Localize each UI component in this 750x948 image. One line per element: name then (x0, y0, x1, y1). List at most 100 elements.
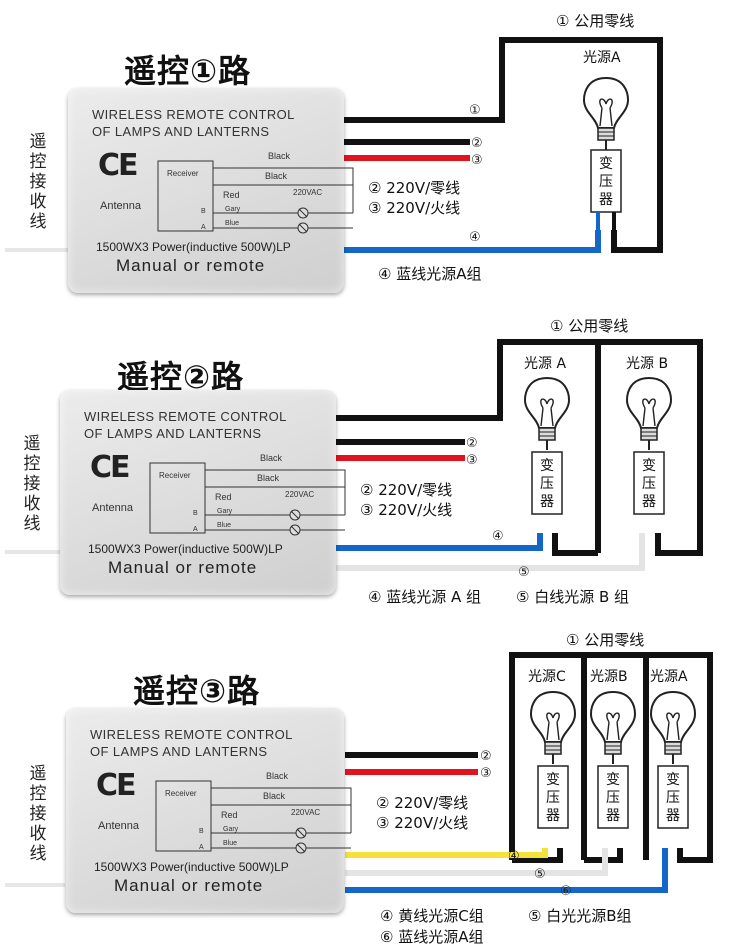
neutral-branch-a (552, 533, 598, 556)
manual-or-remote: Manual or remote (116, 256, 266, 275)
lamp-a: 光源A 变 压 器 (583, 50, 629, 230)
receiver-wire-label: 遥控接收线 (29, 764, 47, 864)
svg-text:220VAC: 220VAC (285, 490, 314, 499)
wire-number: ③ (480, 766, 492, 781)
svg-text:Gary: Gary (225, 206, 241, 213)
svg-text:压: 压 (599, 174, 613, 190)
neutral-branch-c (512, 848, 563, 863)
wire-number: ④ (469, 230, 481, 245)
wire-number: ② (466, 436, 478, 451)
svg-text:变: 变 (540, 458, 554, 474)
blue-wire (345, 848, 668, 893)
wire-note: ③ 220V/火线 (360, 501, 453, 519)
lamp-label: 光源 B (626, 356, 668, 372)
svg-text:器: 器 (642, 494, 656, 510)
svg-text:Receiver: Receiver (165, 789, 197, 798)
wire-number: ② (480, 749, 492, 764)
legend-item: ④ 黄线光源C组 (380, 907, 484, 925)
device-circuit: Receiver Black Black Red 220VAC Gary Blu… (155, 771, 352, 854)
wire-number: ④ (508, 849, 520, 864)
svg-text:Receiver: Receiver (167, 169, 199, 178)
svg-text:器: 器 (666, 808, 680, 824)
device-circuit: Receiver Black Black Red 220VAC Gary Blu… (157, 151, 354, 234)
wire-number: ① (469, 103, 481, 118)
antenna-label: Antenna (92, 502, 133, 514)
manual-or-remote: Manual or remote (114, 876, 264, 895)
white-wire (345, 848, 608, 876)
section-title: 遥控③路 (133, 672, 261, 710)
svg-text:A: A (201, 224, 206, 231)
svg-text:变: 变 (606, 772, 620, 788)
neutral-branch-b (584, 848, 623, 863)
svg-text:Blue: Blue (217, 522, 231, 529)
wire-number: ⑤ (518, 565, 530, 580)
svg-text:压: 压 (642, 476, 656, 492)
svg-text:变: 变 (642, 458, 656, 474)
wire-note: ③ 220V/火线 (376, 814, 469, 832)
svg-text:Black: Black (266, 771, 289, 781)
svg-text:220VAC: 220VAC (293, 188, 322, 197)
svg-text:变: 变 (546, 772, 560, 788)
neutral-wire (335, 339, 703, 556)
antenna-label: Antenna (98, 820, 139, 832)
svg-text:器: 器 (599, 192, 613, 208)
svg-text:变: 变 (666, 772, 680, 788)
svg-text:Black: Black (257, 473, 280, 483)
svg-text:Black: Black (268, 151, 291, 161)
svg-text:Black: Black (263, 791, 286, 801)
section-3-wires (345, 652, 713, 893)
svg-text:B: B (201, 208, 206, 215)
wire-note: ③ 220V/火线 (368, 199, 461, 217)
antenna-label: Antenna (100, 200, 141, 212)
lamp-label: 光源C (528, 669, 566, 685)
svg-text:B: B (193, 510, 198, 517)
svg-text:压: 压 (606, 790, 620, 806)
lamp-b: 光源 B 变 压 器 (626, 356, 672, 515)
svg-text:A: A (193, 526, 198, 533)
wire-number: ⑤ (534, 867, 546, 882)
legend-item: ⑤ 白光光源B组 (528, 907, 632, 925)
svg-text:Red: Red (221, 810, 238, 820)
wire-number: ③ (471, 153, 483, 168)
lamp-label: 光源 A (524, 356, 566, 372)
svg-text:器: 器 (546, 808, 560, 824)
neutral-wire (509, 652, 713, 863)
lamp-a: 光源A 变 压 器 (650, 669, 696, 829)
legend-item: ⑥ 蓝线光源A组 (380, 928, 484, 946)
svg-text:Red: Red (215, 492, 232, 502)
common-neutral-label: ① 公用零线 (550, 317, 629, 335)
manual-or-remote: Manual or remote (108, 558, 258, 577)
lamp-label: 光源A (650, 669, 688, 685)
svg-text:B: B (199, 828, 204, 835)
svg-text:器: 器 (540, 494, 554, 510)
svg-text:Receiver: Receiver (159, 471, 191, 480)
svg-text:220VAC: 220VAC (291, 808, 320, 817)
receiver-wire-label: 遥控接收线 (23, 434, 41, 534)
svg-text:Black: Black (265, 171, 288, 181)
lamp-a: 光源 A 变 压 器 (524, 356, 570, 515)
svg-text:Gary: Gary (223, 826, 239, 833)
svg-text:A: A (199, 844, 204, 851)
blue-wire (342, 230, 601, 253)
lamp-b: 光源B 变 压 器 (590, 669, 636, 829)
wire-note: ② 220V/零线 (376, 794, 469, 812)
svg-text:Blue: Blue (223, 840, 237, 847)
device-circuit: Receiver Black Black Red 220VAC Gary Blu… (149, 453, 346, 536)
wire-number: ③ (466, 453, 478, 468)
neutral-wire (342, 37, 663, 253)
receiver-wire-label: 遥控接收线 (29, 132, 47, 232)
section-2-wires (335, 339, 703, 571)
legend-item: ④ 蓝线光源A组 (378, 265, 482, 283)
ce-mark: CE (90, 450, 130, 485)
svg-text:Blue: Blue (225, 220, 239, 227)
common-neutral-label: ① 公用零线 (556, 12, 635, 30)
legend-item: ⑤ 白线光源 B 组 (516, 588, 630, 606)
wire-number: ④ (492, 529, 504, 544)
wire-note: ② 220V/零线 (360, 481, 453, 499)
